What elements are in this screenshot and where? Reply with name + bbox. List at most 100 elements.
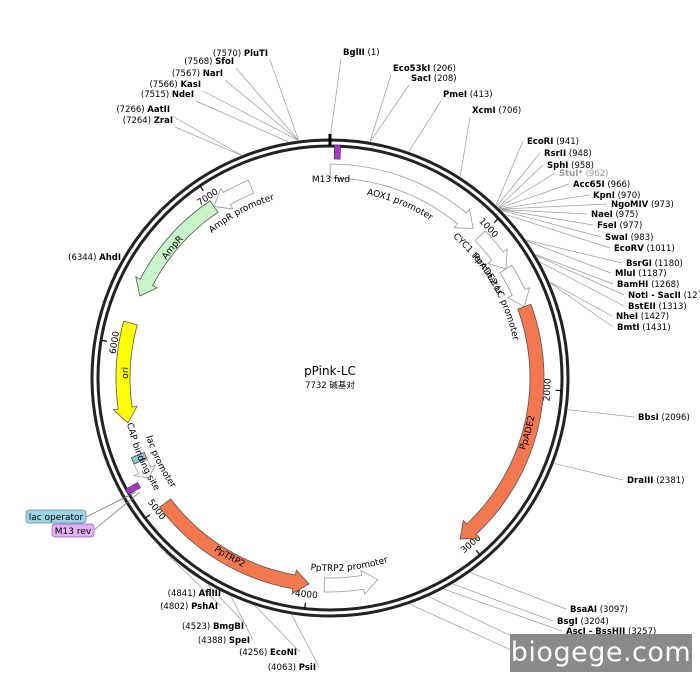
m13-rev-callout: M13 rev <box>51 491 141 538</box>
site-bsgi: BsgI (3204) <box>557 617 609 627</box>
site-leader <box>370 84 410 142</box>
site-leader <box>291 614 320 668</box>
site-ecorv: EcoRV (1011) <box>614 244 675 254</box>
tick-mark <box>100 339 108 342</box>
tick-mark <box>475 549 481 556</box>
site-leader <box>254 605 301 653</box>
site-stui-star: StuI* (962) <box>559 169 608 179</box>
feature-aox1-promoter <box>329 163 474 229</box>
feature-pptrp2-promoter <box>323 569 379 596</box>
site-draiii: DraIII (2381) <box>627 476 684 486</box>
site-leader <box>550 282 614 328</box>
site-leader <box>207 584 248 627</box>
site-bsaai: BsaAI (3097) <box>570 605 628 615</box>
site-bsteii: BstEII (1313) <box>628 302 687 312</box>
tick-label: 2000 <box>543 378 554 402</box>
lac-operator-callout: lac operator <box>25 491 137 524</box>
site-kpni: KpnI (970) <box>593 191 640 201</box>
site-leader <box>452 583 554 622</box>
site-bbsi: BbsI (2096) <box>638 413 690 423</box>
site-saci: SacI (208) <box>411 74 457 84</box>
tick-mark <box>304 602 307 609</box>
site-leader <box>443 588 563 632</box>
site-leader <box>526 239 623 264</box>
site-nari: (7567) NarI <box>172 69 223 79</box>
site-leader <box>500 194 590 210</box>
site-bsrgi: BsrGI (1180) <box>626 259 683 269</box>
lac-operator-label: lac operator <box>29 513 84 523</box>
site-rsrii: RsrII (948) <box>544 149 592 159</box>
site-leader <box>500 209 588 215</box>
feature-arrows <box>112 163 545 596</box>
site-leader <box>235 67 299 141</box>
site-leader <box>224 79 299 141</box>
feature-ppade2-lc-promoter <box>499 264 531 308</box>
site-leader <box>536 255 625 296</box>
site-nhei: NheI (1427) <box>616 312 669 322</box>
site-leader <box>409 603 521 655</box>
tick-mark <box>493 218 499 224</box>
feature-ppade2 <box>459 303 545 540</box>
site-leader <box>527 240 612 274</box>
site-sphi: SphI (958) <box>547 161 594 171</box>
site-leader <box>535 254 614 285</box>
site-kasi: (7566) KasI <box>149 80 201 90</box>
feature-label: ori <box>121 367 131 379</box>
site-leader <box>202 90 298 141</box>
site-bmgbi: (4523) BmgBI <box>182 622 244 632</box>
site-leader <box>505 214 611 249</box>
leader-lines <box>112 58 635 668</box>
site-leader <box>500 203 608 210</box>
feature-cyc1-terminator <box>474 230 508 270</box>
plasmid-name: pPink-LC <box>304 364 356 378</box>
site-asci-bsshii: AscI - BssHII (3257) <box>566 627 656 637</box>
site-leader <box>369 74 392 142</box>
site-bamhi: BamHI (1268) <box>617 280 679 290</box>
site-leader <box>174 126 242 156</box>
site-ahdi: (6344) AhdI <box>68 253 121 263</box>
site-econi: (4256) EcoNI <box>239 648 297 658</box>
feature-ampr-promoter <box>213 179 255 210</box>
site-pshai: (4802) PshAI <box>160 602 218 612</box>
backbone <box>90 134 570 618</box>
site-leader <box>459 116 471 177</box>
backbone-outer-ring <box>90 138 570 618</box>
site-bmti: BmtI (1431) <box>617 323 671 333</box>
site-naei: NaeI (975) <box>591 210 638 220</box>
watermark: biogege.com <box>510 634 692 672</box>
site-spei: (4388) SpeI <box>198 636 250 646</box>
site-leader <box>540 261 625 307</box>
site-swai: SwaI (983) <box>605 233 653 243</box>
site-psii: (4063) PsiI <box>268 663 316 673</box>
tick-label: 4000 <box>294 589 318 601</box>
site-leader <box>230 596 254 641</box>
site-leader <box>428 596 525 643</box>
site-eco53ki: Eco53kI (206) <box>393 64 456 74</box>
site-leader <box>498 164 544 208</box>
site-leader <box>501 210 602 238</box>
site-leader <box>470 572 567 610</box>
primer-m13-fwd-label: M13 fwd <box>312 175 350 185</box>
site-leader <box>408 100 442 152</box>
tick-mark <box>144 514 151 519</box>
site-leader <box>269 59 299 141</box>
site-pluti: (7570) PluTI <box>213 49 268 59</box>
site-leader <box>329 58 342 139</box>
site-leader <box>498 172 556 208</box>
restriction-sites: BglII (1)Eco53kI (206)SacI (208)PmeI (41… <box>68 48 700 673</box>
site-noti-sacii: NotI - SacII (1275) <box>628 291 700 301</box>
site-leader <box>499 183 570 209</box>
site-fsei: FseI (977) <box>597 221 642 231</box>
plasmid-size: 7732 碱基对 <box>305 380 355 391</box>
site-ngomiv: NgoMIV (973) <box>611 200 674 210</box>
site-leader <box>501 209 594 226</box>
primers: M13 fwd <box>124 144 350 496</box>
site-bglii: BglII (1) <box>343 48 380 58</box>
site-xcmi: XcmI (706) <box>472 106 521 116</box>
site-acc65i: Acc65I (966) <box>573 180 630 190</box>
site-leader <box>549 281 613 317</box>
feature-pptrp2 <box>158 498 310 595</box>
primer-m13-fwd <box>333 144 341 160</box>
feature-label: PpTRP2 promoter <box>310 555 389 574</box>
